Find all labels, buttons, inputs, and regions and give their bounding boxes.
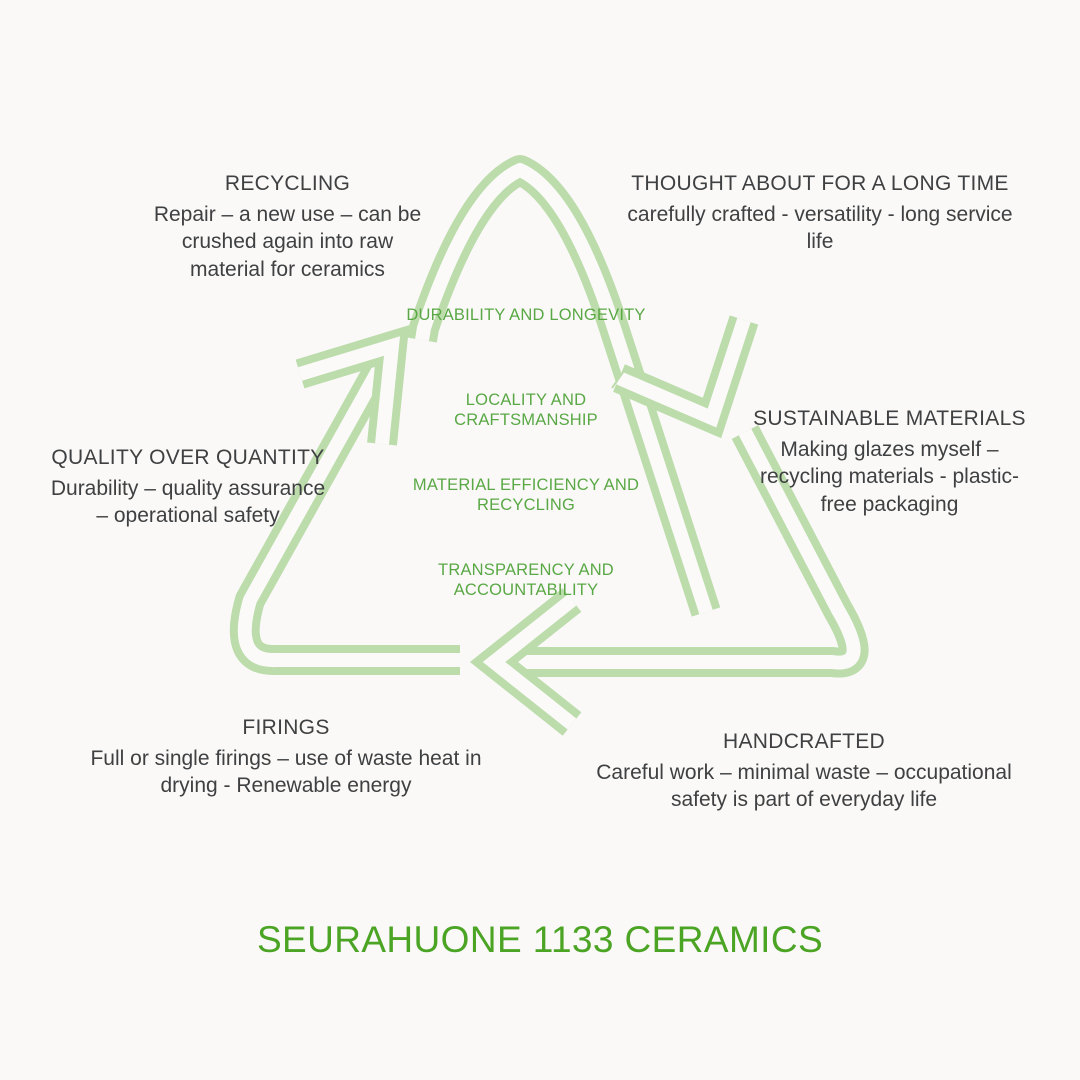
label-quality-over-quantity: QUALITY OVER QUANTITY Durability – quali… <box>50 444 326 530</box>
arrow-top-right <box>407 155 759 617</box>
label-recycling-title: RECYCLING <box>224 172 351 195</box>
label-thought-title: THOUGHT ABOUT FOR A LONG TIME <box>631 172 1009 195</box>
brand-title: SEURAHUONE 1133 CERAMICS <box>256 919 824 960</box>
center-label-locality-and-craftsmanship: LOCALITY AND CRAFTSMANSHIP <box>454 391 598 430</box>
label-firings-body: Full or single firings – use of waste he… <box>90 746 482 798</box>
center-label-durability-and-longevity: DURABILITY AND LONGEVITY <box>406 306 646 324</box>
label-quality-body: Durability – quality assurance – operati… <box>50 476 326 528</box>
center-label-transparency-and-accountability: TRANSPARENCY AND ACCOUNTABILITY <box>438 561 614 600</box>
label-recycling: RECYCLING Repair – a new use – can be cr… <box>150 170 425 284</box>
label-quality-title: QUALITY OVER QUANTITY <box>51 446 325 469</box>
label-handcrafted-title: HANDCRAFTED <box>723 730 885 753</box>
label-recycling-body: Repair – a new use – can be crushed agai… <box>153 202 422 282</box>
label-sustainable-body: Making glazes myself – recycling materia… <box>759 437 1020 517</box>
arrow-bottom-left <box>469 425 869 736</box>
arrow-upper-left <box>229 325 460 675</box>
label-sustainable-title: SUSTAINABLE MATERIALS <box>753 407 1026 430</box>
label-thought-about-for-a-long-time: THOUGHT ABOUT FOR A LONG TIME carefully … <box>624 170 1016 256</box>
center-label-material-efficiency-and-recycling: MATERIAL EFFICIENCY AND RECYCLING <box>412 476 640 515</box>
label-handcrafted: HANDCRAFTED Careful work – minimal waste… <box>590 728 1018 814</box>
label-firings-title: FIRINGS <box>242 716 330 739</box>
label-sustainable-materials: SUSTAINABLE MATERIALS Making glazes myse… <box>752 405 1027 519</box>
label-thought-body: carefully crafted - versatility - long s… <box>627 202 1013 254</box>
label-handcrafted-body: Careful work – minimal waste – occupatio… <box>596 760 1012 812</box>
label-firings: FIRINGS Full or single firings – use of … <box>70 714 502 800</box>
